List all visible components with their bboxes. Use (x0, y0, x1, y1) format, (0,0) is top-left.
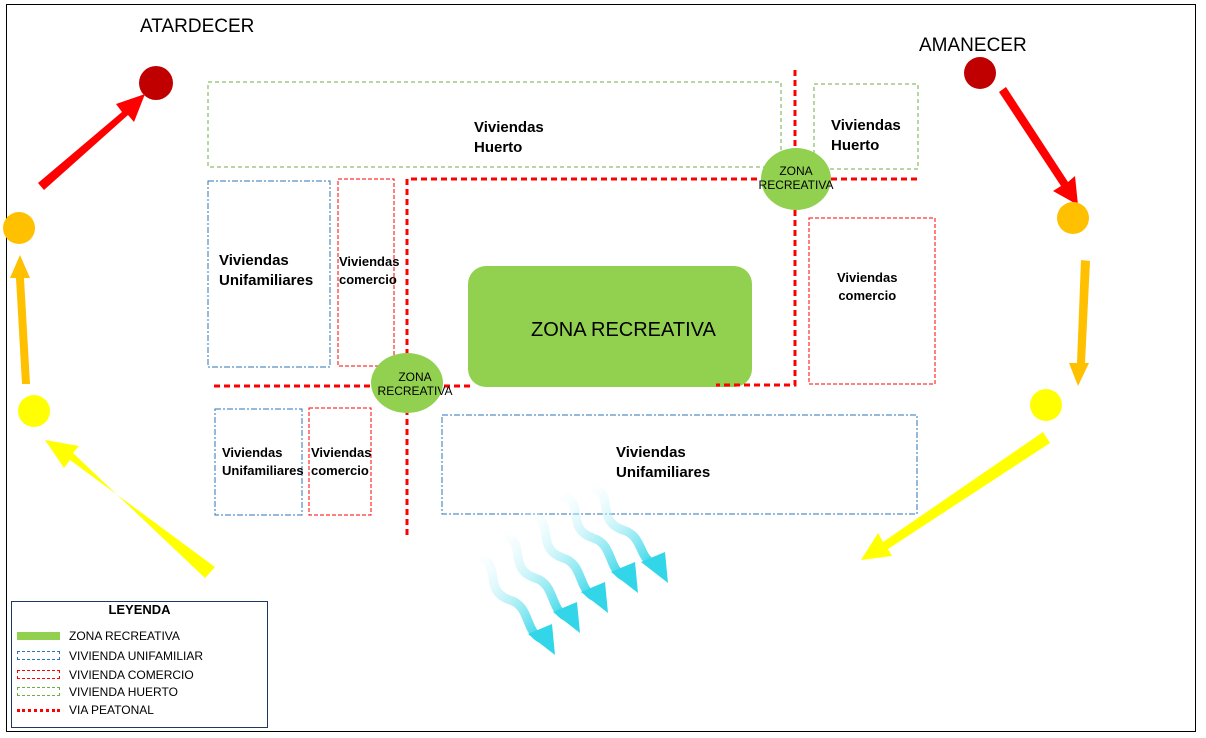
block-unifamiliar-bottom-left (214, 408, 303, 516)
label-comercio-left-line2: comercio (339, 272, 397, 287)
wind-arrow-2 (495, 530, 580, 633)
label-comercio-left: Viviendas comercio (339, 253, 399, 289)
zona-recreativa-main (468, 266, 752, 387)
sun-yellow-right (1030, 389, 1062, 421)
diagram-frame (6, 4, 1196, 732)
wind-arrow-5 (583, 482, 668, 583)
arrow-yellow-left (45, 440, 215, 578)
label-comercio-bottom-line2: comercio (311, 463, 369, 478)
arrow-orange-right (1069, 260, 1090, 386)
label-comercio-bottom-line1: Viviendas (311, 445, 372, 460)
label-zona-small-top-line2: RECREATIVA (758, 178, 834, 192)
legend-item-zona-recreativa: ZONA RECREATIVA (12, 629, 267, 645)
sun-yellow-left (18, 395, 50, 427)
label-unifamiliar-left-line2: Unifamiliares (219, 272, 314, 289)
block-unifamiliar-left (207, 180, 331, 368)
legend-item-vivienda-comercio: VIVIENDA COMERCIO (12, 668, 267, 684)
label-huerto-top-line1: Viviendas (474, 119, 544, 136)
zona-recreativa-small-top (761, 148, 831, 210)
wind-arrow-3 (523, 510, 608, 613)
label-unifamiliar-bottom-right-line2: Unifamiliares (616, 464, 711, 481)
legend-item-vivienda-unifamiliar: VIVIENDA UNIFAMILIAR (12, 649, 267, 665)
wind-arrows (470, 482, 668, 655)
label-unifamiliar-bottom-left-line2: Unifamiliares (222, 463, 304, 478)
zona-recreativa-small-bottom (371, 353, 443, 413)
label-comercio-bottom: Viviendas comercio (311, 444, 371, 480)
label-comercio-right-line1: Viviendas (837, 270, 898, 285)
label-huerto-top-line2: Huerto (474, 139, 523, 156)
label-unifamiliar-left-line1: Viviendas (219, 252, 289, 269)
sun-path-sunset (3, 66, 215, 578)
label-comercio-left-line1: Viviendas (339, 254, 400, 269)
label-huerto-right-line2: Huerto (831, 137, 880, 154)
arrow-red-right (999, 87, 1078, 205)
sun-dark-red-right (964, 57, 996, 89)
arrow-orange-left (10, 255, 30, 384)
block-huerto-right (813, 83, 919, 170)
label-zona-recreativa-main: ZONA RECREATIVA (531, 319, 716, 341)
legend-label-zona-recreativa: ZONA RECREATIVA (69, 629, 180, 643)
label-zona-recreativa-small-top: ZONA RECREATIVA (752, 164, 840, 192)
label-unifamiliar-bottom-left: Viviendas Unifamiliares (222, 444, 304, 480)
legend-item-via-peatonal: VIA PEATONAL (12, 703, 267, 719)
legend-swatch-via-peatonal (17, 709, 60, 712)
legend-item-vivienda-huerto: VIVIENDA HUERTO (12, 685, 267, 701)
block-unifamiliar-bottom-right (441, 414, 918, 515)
label-huerto-right: Viviendas Huerto (831, 116, 901, 156)
block-comercio-right (808, 217, 936, 385)
path-upper-loop (405, 177, 917, 535)
legend-label-via-peatonal: VIA PEATONAL (69, 703, 154, 717)
label-zona-small-bottom-line2: RECREATIVA (377, 384, 453, 398)
label-zona-small-top-line1: ZONA (779, 164, 813, 178)
label-comercio-right-line2: comercio (838, 288, 897, 303)
housing-blocks (207, 81, 936, 516)
legend-swatch-zona-recreativa (17, 632, 60, 640)
legend-title: LEYENDA (108, 602, 171, 617)
wind-arrow-1 (470, 552, 555, 655)
sunrise-label: AMANECER (919, 35, 1027, 56)
label-unifamiliar-bottom-left-line1: Viviendas (222, 445, 283, 460)
legend-swatch-vivienda-unifamiliar (17, 651, 60, 660)
block-comercio-left (337, 178, 395, 367)
legend-label-vivienda-huerto: VIVIENDA HUERTO (69, 685, 178, 699)
arrow-red-left (38, 94, 145, 190)
sunset-label: ATARDECER (140, 16, 255, 37)
legend-label-vivienda-unifamiliar: VIVIENDA UNIFAMILIAR (69, 649, 204, 663)
label-comercio-right: Viviendas comercio (837, 269, 897, 305)
label-unifamiliar-bottom-right-line1: Viviendas (616, 444, 686, 461)
sun-orange-left (3, 212, 35, 244)
label-zona-recreativa-small-bottom: ZONA RECREATIVA (370, 370, 460, 398)
sun-orange-right (1057, 202, 1089, 234)
legend-swatch-vivienda-comercio (17, 670, 60, 679)
legend-label-vivienda-comercio: VIVIENDA COMERCIO (69, 668, 194, 682)
wind-arrow-4 (553, 490, 638, 593)
label-unifamiliar-bottom-right: Viviendas Unifamiliares (616, 443, 710, 483)
block-comercio-bottom (308, 407, 372, 516)
label-unifamiliar-left: Viviendas Unifamiliares (219, 251, 313, 291)
label-huerto-top: Viviendas Huerto (474, 118, 544, 158)
legend: LEYENDA ZONA RECREATIVA VIVIENDA UNIFAMI… (11, 601, 268, 728)
sun-dark-red-left (139, 66, 173, 100)
legend-swatch-vivienda-huerto (17, 687, 60, 696)
label-huerto-right-line1: Viviendas (831, 117, 901, 134)
sun-path-sunrise (861, 57, 1090, 560)
arrow-yellow-right (861, 432, 1050, 560)
label-zona-small-bottom-line1: ZONA (398, 370, 432, 384)
